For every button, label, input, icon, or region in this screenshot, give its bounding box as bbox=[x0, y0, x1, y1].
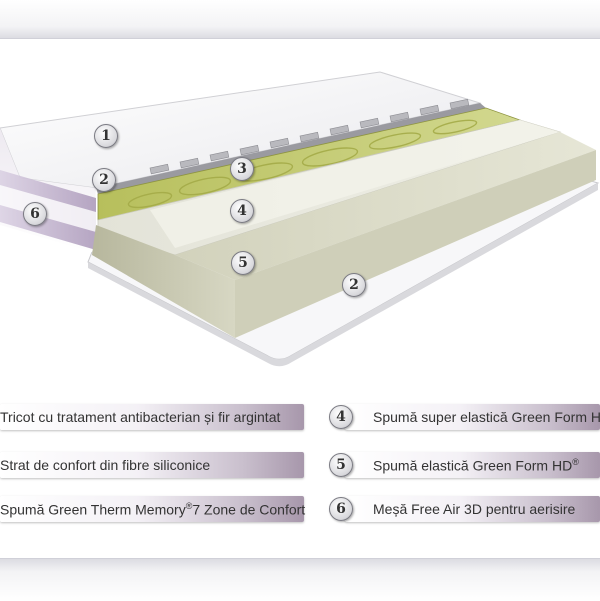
diagram-label-4: 4 bbox=[230, 199, 254, 223]
elastic-foam-top bbox=[175, 132, 596, 280]
legend-item-6: Meșă Free Air 3D pentru aerisire bbox=[345, 496, 600, 522]
legend-text-3: Spumă Green Therm Memory®7 Zone de Confo… bbox=[0, 501, 306, 518]
bottom-frame bbox=[0, 558, 600, 601]
legend-item-2: Strat de confort din fibre siliconice bbox=[0, 452, 304, 478]
legend-item-5: Spumă elastică Green Form HD® bbox=[345, 452, 600, 478]
legend-text-5: Spumă elastică Green Form HD® bbox=[373, 457, 579, 474]
top-frame bbox=[0, 0, 600, 39]
legend-item-3: Spumă Green Therm Memory®7 Zone de Confo… bbox=[0, 496, 306, 522]
border-segments bbox=[149, 98, 470, 175]
diagram-label-2-bottom: 2 bbox=[342, 273, 366, 297]
diagram-label-5: 5 bbox=[231, 251, 255, 275]
diagram-label-6: 6 bbox=[23, 202, 47, 226]
diagram-label-2-top: 2 bbox=[92, 168, 116, 192]
legend-badge-4: 4 bbox=[329, 405, 353, 429]
top-border-strip bbox=[96, 103, 486, 194]
legend-item-1: Tricot cu tratament antibacterian și fir… bbox=[0, 404, 304, 430]
legend-text-2: Strat de confort din fibre siliconice bbox=[0, 457, 211, 473]
legend-item-4: Spumă super elastică Green Form HD bbox=[345, 404, 600, 430]
legend-text-4: Spumă super elastică Green Form HD bbox=[373, 409, 600, 425]
legend-badge-5: 5 bbox=[329, 453, 353, 477]
elastic-foam-side bbox=[235, 150, 596, 338]
diagram-label-3: 3 bbox=[230, 157, 254, 181]
legend-text-6: Meșă Free Air 3D pentru aerisire bbox=[373, 501, 576, 517]
legend-badge-6: 6 bbox=[329, 497, 353, 521]
elastic-foam-front bbox=[92, 225, 235, 338]
mattress-illustration bbox=[0, 71, 600, 367]
diagram-label-1: 1 bbox=[94, 124, 118, 148]
legend-text-1: Tricot cu tratament antibacterian și fir… bbox=[0, 409, 281, 425]
